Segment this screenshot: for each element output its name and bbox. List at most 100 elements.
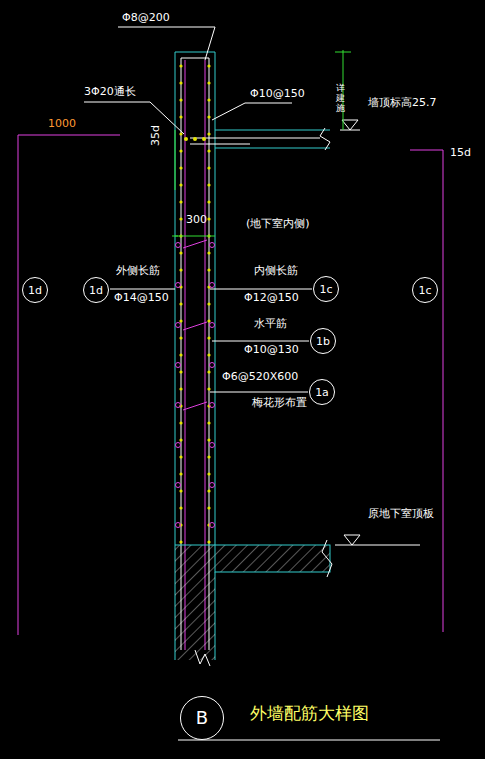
annotation-text: 详建施 (336, 84, 345, 114)
annotation-text: 3Φ20通长 (84, 86, 136, 99)
annotation-text: Φ10@150 (250, 88, 305, 101)
annotation-text: 内侧长筋 (254, 265, 298, 278)
horizontal-bar (210, 523, 215, 528)
leader-line (212, 103, 292, 120)
tie-bar (183, 322, 207, 330)
annotation-text: Φ12@150 (244, 292, 299, 305)
rebar-dot (179, 472, 182, 475)
rebar-dot (207, 115, 210, 118)
rebar-dot (207, 319, 210, 322)
callout-circle: 1b (310, 328, 336, 354)
annotation-text: 梅花形布置 (252, 397, 307, 410)
horizontal-bar (210, 363, 215, 368)
callout-number: 1a (315, 387, 329, 398)
rebar-dot (207, 268, 210, 271)
rebar-dot (179, 200, 182, 203)
rebar-dot (179, 319, 182, 322)
elevation-mark (344, 535, 360, 545)
break-symbol (322, 540, 332, 577)
drawing-title: 外墙配筋大样图 (250, 702, 369, 725)
leader-line (210, 289, 312, 290)
rebar-dot (179, 115, 182, 118)
horizontal-bar (176, 283, 181, 288)
rebar-dot (179, 98, 182, 101)
rebar-dot (207, 455, 210, 458)
horizontal-bar (176, 403, 181, 408)
annotation-text: 35d (150, 125, 163, 146)
callout-circle: 1c (313, 276, 339, 302)
annotation-text: 300 (186, 214, 207, 227)
horizontal-bar (176, 483, 181, 488)
rebar-dot (207, 489, 210, 492)
annotation-text: Φ6@520X600 (222, 371, 298, 384)
rebar-dot (207, 506, 210, 509)
rebar-dot (207, 421, 210, 424)
rebar-dot (207, 183, 210, 186)
callout-circle: 1c (412, 277, 438, 303)
callout-circle: 1d (83, 277, 109, 303)
rebar-dot (207, 64, 210, 67)
horizontal-bar (176, 363, 181, 368)
rebar-dot (207, 98, 210, 101)
leader-line (110, 289, 175, 290)
top-bar (202, 137, 206, 141)
dimension-line (175, 236, 215, 237)
rebar-dot (207, 353, 210, 356)
dimension-line (175, 130, 176, 190)
rebar-dot (179, 64, 182, 67)
callout-number: 1d (28, 285, 42, 296)
rebar-dot (207, 438, 210, 441)
callout-circle: 1a (309, 379, 335, 405)
callout-number: 1c (418, 285, 431, 296)
annotation-text: 原地下室顶板 (368, 508, 434, 521)
top-bar (184, 137, 188, 141)
rebar-dot (179, 166, 182, 169)
rebar-dot (207, 81, 210, 84)
concrete-hatch (175, 545, 215, 660)
callout-number: 1c (319, 284, 332, 295)
rebar-dot (207, 472, 210, 475)
rebar-dot (179, 421, 182, 424)
wall-outline (175, 545, 215, 546)
callout-circle: 1d (22, 277, 48, 303)
rebar-dot (207, 217, 210, 220)
horizontal-bar (210, 283, 215, 288)
basement-slab (215, 545, 330, 572)
tie-bar (183, 402, 207, 410)
break-symbol (320, 128, 330, 150)
rebar-dot (207, 132, 210, 135)
rebar-dot (207, 200, 210, 203)
rebar-dot (179, 183, 182, 186)
horizontal-bar (210, 323, 215, 328)
rebar-dot (207, 370, 210, 373)
callout-number: 1d (89, 285, 103, 296)
annotation-text: 墙顶标高25.7 (368, 97, 437, 110)
rebar-shape (18, 135, 120, 635)
rebar-dot (179, 540, 182, 543)
rebar-dot (179, 251, 182, 254)
rebar-dot (207, 302, 210, 305)
horizontal-bar (210, 243, 215, 248)
rebar-dot (207, 149, 210, 152)
rebar-dot (179, 336, 182, 339)
annotation-text: 水平筋 (254, 318, 287, 331)
rebar-dot (179, 387, 182, 390)
slab-rebar (190, 138, 320, 139)
rebar-dot (179, 455, 182, 458)
rebar-shape (410, 150, 443, 632)
elevation-mark (342, 120, 358, 130)
leader-line (84, 102, 184, 134)
annotation-text: 1000 (48, 118, 76, 131)
callout-circle: B (180, 696, 224, 740)
dimension-line (335, 52, 351, 53)
rebar-dot (207, 336, 210, 339)
rebar-dot (207, 387, 210, 390)
tie-bar (183, 240, 207, 248)
rebar-dot (207, 166, 210, 169)
title-underline (178, 740, 440, 741)
leader-line (118, 27, 215, 60)
rebar-dot (179, 149, 182, 152)
callout-number: B (196, 709, 208, 727)
roof-slab (215, 130, 330, 131)
